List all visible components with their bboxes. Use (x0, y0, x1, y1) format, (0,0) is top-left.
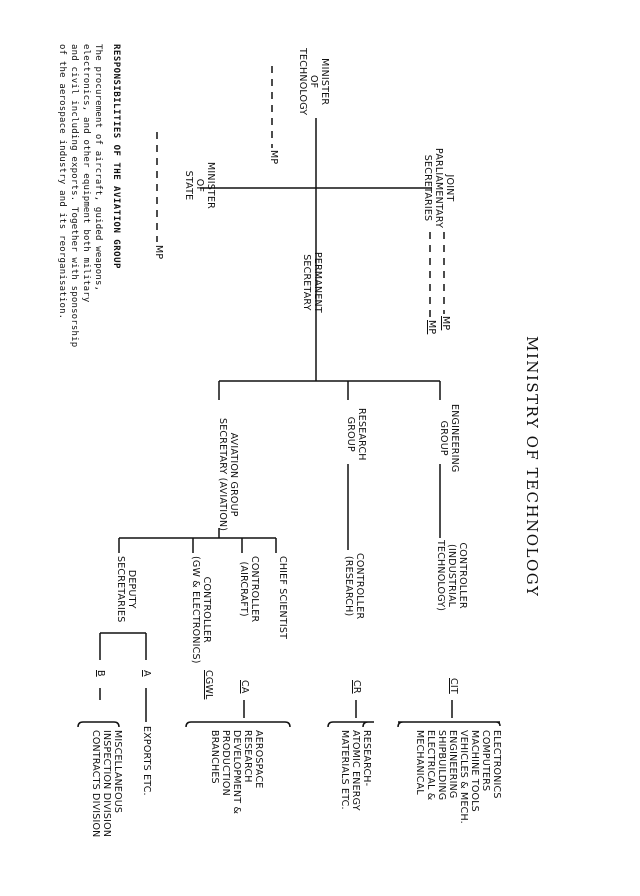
aerospace-branch-item: RESEARCH (242, 730, 253, 783)
controller-aircraft-line: (AIRCRAFT) (238, 561, 249, 617)
controller-industrial-line: CONTROLLER (457, 542, 468, 609)
research-branches: RESEARCH- ATOMIC ENERGY MATERIALS ETC. (339, 730, 372, 811)
misc-bracket (77, 721, 120, 728)
jps-label-line: JOINT (444, 174, 455, 202)
controller-research-line: CONTROLLER (354, 553, 365, 620)
aerospace-branch-item: BRANCHES (209, 730, 220, 784)
page-title: MINISTRY OF TECHNOLOGY (523, 336, 541, 598)
controller-gw-electronics: CONTROLLER (GW & ELECTRONICS) (190, 556, 212, 664)
deputy-secretaries-line: SECRETARIES (115, 556, 126, 623)
misc-branch-item: INSPECTION DIVISION (101, 730, 112, 838)
research-branch-item: MATERIALS ETC. (339, 730, 350, 810)
minister-of-state: MINISTER OF STATE (183, 162, 216, 209)
industrial-branch-item: ENGINEERING (447, 730, 458, 799)
aviation-group: AVIATION GROUP SECRETARY (AVIATION) (217, 418, 239, 531)
responsibilities-heading: RESPONSIBILITIES OF THE AVIATION GROUP (111, 44, 121, 269)
research-group-line: GROUP (345, 416, 356, 452)
aerospace-branch-item: AEROSPACE (253, 730, 264, 789)
minister-of-state-mp-label: MP (153, 245, 164, 260)
deputy-secretaries: DEPUTY SECRETARIES (115, 556, 137, 622)
aerospace-bracket (185, 721, 291, 728)
responsibilities-line: and civil including exports. Together wi… (69, 44, 79, 348)
aviation-group-line: SECRETARY (AVIATION) (217, 418, 228, 532)
controller-industrial-line: (INDUSTRIAL (446, 544, 457, 608)
code-a: A (141, 670, 152, 677)
controller-research: CONTROLLER (RESEARCH) (343, 553, 365, 619)
controller-aircraft-line: CONTROLLER (249, 556, 260, 623)
engineering-group-line: ENGINEERING (449, 404, 460, 473)
minister-mp-label: MP (268, 150, 279, 165)
permanent-secretary: PERMANENT SECRETARY (301, 252, 323, 313)
industrial-branch-item: COMPUTERS (480, 730, 491, 792)
aerospace-branch-item: DEVELOPMENT & (231, 730, 242, 815)
industrial-branch-item: SHIPBUILDING (436, 730, 447, 801)
misc-branches: MISCELLANEOUS INSPECTION DIVISION CONTRA… (90, 730, 123, 838)
code-b: B (95, 670, 106, 677)
industrial-branches: ELECTRONICS COMPUTERS MACHINE TOOLS VEHI… (414, 730, 502, 824)
minister-label-line: OF (308, 74, 319, 89)
industrial-branch-item: ELECTRONICS (491, 730, 502, 799)
industrial-bracket (397, 721, 501, 728)
jps-mp-label-2: MP (426, 320, 437, 335)
responsibilities-line: electronics, and other equipment both mi… (81, 44, 91, 303)
code-ca: CA (239, 680, 250, 694)
aviation-group-line: AVIATION GROUP (228, 432, 239, 517)
minister-of-technology: MINISTER OF TECHNOLOGY (297, 48, 330, 115)
perm-sec-line: PERMANENT (312, 252, 323, 313)
controller-industrial-line: TECHNOLOGY) (435, 540, 446, 612)
controller-industrial-technology: CONTROLLER (INDUSTRIAL TECHNOLOGY) (435, 540, 468, 611)
chief-scientist: CHIEF SCIENTIST (277, 556, 288, 640)
jps-label-line: SECRETARIES (422, 154, 433, 222)
exports-branch: EXPORTS ETC. (141, 726, 152, 796)
engineering-group-line: GROUP (438, 420, 449, 456)
controller-gw-line: CONTROLLER (201, 576, 212, 643)
responsibilities-line: The procurement of aircraft, guided weap… (93, 44, 103, 292)
deputy-secretaries-line: DEPUTY (126, 569, 137, 609)
industrial-branch-item: MECHANICAL (414, 730, 425, 795)
joint-parliamentary-secretaries: JOINT PARLIAMENTARY SECRETARIES (422, 148, 455, 228)
minister-of-state-line: STATE (183, 170, 194, 201)
minister-of-state-line: MINISTER (205, 162, 216, 209)
industrial-branch-item: VEHICLES & MECH. (458, 730, 469, 824)
code-cgwl: CGWL (203, 670, 214, 700)
code-cit: CIT (448, 678, 459, 694)
research-bracket (327, 721, 374, 728)
perm-sec-line: SECRETARY (301, 254, 312, 311)
research-branch-item: RESEARCH- (361, 730, 372, 787)
code-cr: CR (351, 680, 362, 694)
controller-aircraft: CONTROLLER (AIRCRAFT) (238, 556, 260, 622)
research-branch-item: ATOMIC ENERGY (350, 730, 361, 811)
controller-gw-line: (GW & ELECTRONICS) (190, 556, 201, 664)
aerospace-branches: AEROSPACE RESEARCH DEVELOPMENT & PRODUCT… (209, 730, 264, 814)
research-group: RESEARCH GROUP (345, 408, 367, 461)
misc-branch-item: CONTRACTS DIVISION (90, 730, 101, 838)
industrial-branch-item: ELECTRICAL & (425, 730, 436, 801)
responsibilities-block: RESPONSIBILITIES OF THE AVIATION GROUP T… (56, 44, 122, 347)
research-group-line: RESEARCH (356, 408, 367, 461)
minister-label-line: TECHNOLOGY (297, 48, 308, 116)
jps-label-line: PARLIAMENTARY (433, 148, 444, 229)
engineering-group: ENGINEERING GROUP (438, 404, 460, 472)
minister-of-state-line: OF (194, 178, 205, 193)
aerospace-branch-item: PRODUCTION (220, 730, 231, 796)
minister-label-line: MINISTER (319, 58, 330, 106)
responsibilities-line: of the aerospace industry and its reorga… (57, 44, 67, 320)
jps-mp-label-1: MP (440, 316, 451, 331)
misc-branch-item: MISCELLANEOUS (112, 730, 123, 814)
controller-research-line: (RESEARCH) (343, 555, 354, 617)
industrial-branch-item: MACHINE TOOLS (469, 730, 480, 812)
